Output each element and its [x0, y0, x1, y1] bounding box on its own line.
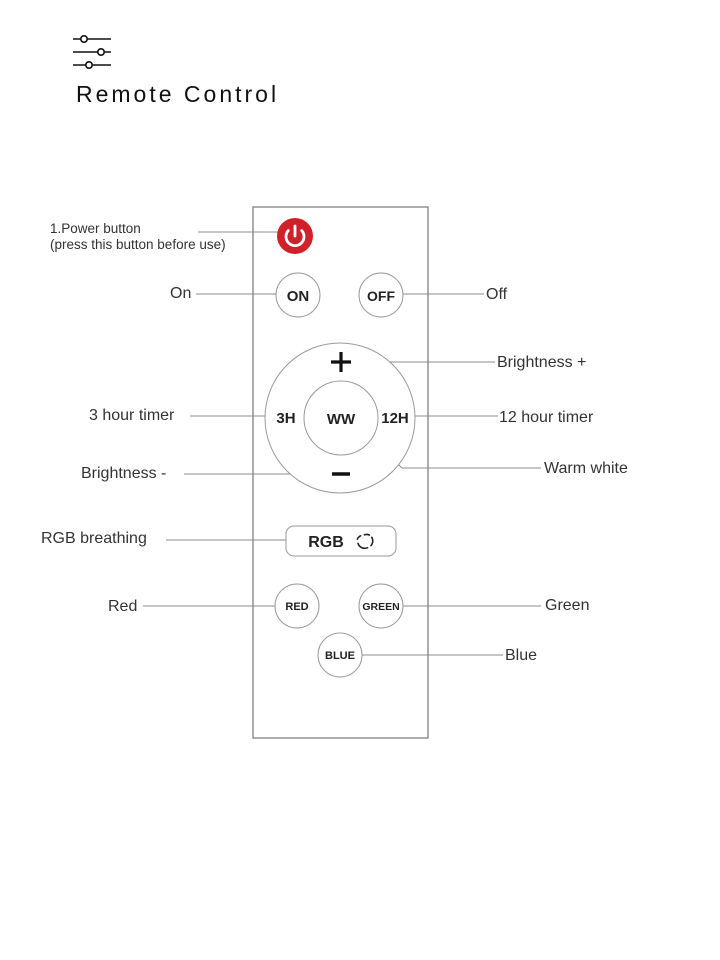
rgb-button[interactable]: RGB: [285, 525, 397, 557]
page-title: Remote Control: [76, 81, 280, 107]
rgb-breathing-callout: RGB breathing: [41, 530, 147, 547]
red-callout: Red: [108, 598, 138, 615]
red-button-label: RED: [285, 601, 308, 613]
off-callout: Off: [486, 286, 508, 303]
blue-button-label: BLUE: [325, 650, 355, 662]
cycle-icon: [356, 533, 374, 550]
power-button-callout: 1.Power button: [50, 221, 141, 236]
brightness-plus-button[interactable]: [320, 346, 360, 378]
green-callout: Green: [545, 597, 590, 614]
warm-white-callout: Warm white: [544, 460, 628, 477]
timer-3h-button[interactable]: 3H: [276, 410, 295, 427]
blue-callout: Blue: [505, 647, 538, 664]
green-button[interactable]: GREEN: [358, 583, 404, 629]
on-button[interactable]: ON: [275, 272, 321, 318]
blue-button[interactable]: BLUE: [317, 632, 363, 678]
power-icon: [284, 224, 306, 247]
timer-12h-callout: 12 hour timer: [499, 409, 594, 426]
timer-3h-callout: 3 hour timer: [89, 407, 175, 424]
power-button[interactable]: [277, 218, 313, 254]
off-button[interactable]: OFF: [358, 272, 404, 318]
plus-icon: [331, 352, 351, 372]
off-button-label: OFF: [367, 288, 395, 304]
warm-white-button[interactable]: WW: [303, 380, 379, 456]
timer-12h-button[interactable]: 12H: [381, 410, 409, 427]
power-button-callout-note: (press this button before use): [50, 237, 226, 252]
brightness-minus-callout: Brightness -: [81, 465, 167, 482]
warm-white-button-label: WW: [327, 411, 356, 428]
brightness-minus-button[interactable]: [320, 460, 360, 488]
on-callout: On: [170, 285, 192, 302]
on-button-label: ON: [287, 288, 310, 305]
brightness-plus-callout: Brightness +: [497, 354, 587, 371]
sliders-icon: [73, 34, 111, 69]
green-button-label: GREEN: [362, 601, 399, 613]
red-button[interactable]: RED: [274, 583, 320, 629]
rgb-button-label: RGB: [308, 534, 344, 551]
